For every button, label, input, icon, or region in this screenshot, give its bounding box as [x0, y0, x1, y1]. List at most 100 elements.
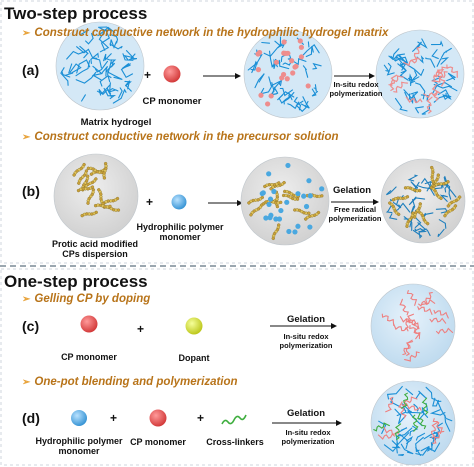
subtitle-d-text: One-pot blending and polymerization	[34, 376, 238, 388]
polymer-chain	[402, 341, 414, 356]
network-strand	[398, 53, 407, 71]
particle-dot	[297, 38, 303, 44]
network-strand	[305, 45, 314, 58]
disc-body	[243, 29, 333, 119]
network-strand	[302, 65, 309, 78]
network-strand	[107, 59, 113, 83]
cp-rod	[102, 196, 120, 205]
network-strand	[414, 228, 421, 232]
subtitle-b-arrow-icon: ➢	[22, 132, 31, 143]
network-strand	[414, 106, 424, 114]
panel-c-gelation: Gelation	[287, 314, 326, 325]
polymer-chain	[405, 402, 422, 411]
subtitle-d: ➢One-pot blending and polymerization	[22, 376, 238, 388]
network-strand	[438, 219, 447, 229]
cp-rod	[76, 185, 95, 193]
network-strand	[419, 228, 428, 233]
network-strand	[259, 84, 273, 95]
rod-bead	[275, 204, 280, 209]
network-strand	[435, 208, 448, 214]
rod-bead	[89, 172, 94, 176]
matrix-hydrogel-disc	[55, 21, 145, 111]
network-strand	[403, 89, 419, 99]
polymer-chain	[377, 433, 396, 440]
frame-bottom	[0, 268, 474, 466]
cp-rod	[417, 210, 430, 226]
network-strand	[388, 48, 400, 61]
polymer-chain	[399, 298, 409, 316]
cp-rod	[432, 180, 450, 188]
subtitle-b: ➢Construct conductive network in the pre…	[22, 131, 339, 143]
panel-d-plus-1: +	[110, 411, 118, 425]
network-strand	[395, 202, 411, 213]
panel-d-gelation: Gelation	[287, 408, 326, 419]
network-strand	[85, 32, 94, 45]
polymer-chain	[432, 430, 445, 444]
network-strand	[109, 43, 123, 50]
polymer-chain	[433, 71, 448, 83]
network-strand	[106, 61, 116, 72]
cp-rod	[403, 186, 422, 193]
network-strand	[400, 443, 414, 455]
cp-dispersion-disc	[53, 153, 139, 239]
dispersion-label-2: CPs dispersion	[62, 249, 128, 259]
network-strand	[412, 229, 423, 239]
network-strand	[287, 92, 293, 101]
cp-rod	[293, 208, 311, 215]
network-strand	[392, 201, 402, 209]
network-strand	[444, 175, 449, 193]
network-strand	[60, 67, 69, 86]
polymer-chain	[432, 418, 443, 435]
cp-rod	[443, 204, 458, 218]
particle-dot	[276, 216, 283, 222]
hydrophilic-label-2-b: monomer	[159, 232, 201, 242]
network-strand	[92, 57, 102, 69]
particle-dot	[298, 44, 305, 50]
polymer-chain	[410, 46, 421, 62]
polymer-chain	[405, 318, 420, 330]
particle-dot	[281, 39, 287, 45]
network-strand	[390, 55, 401, 62]
network-strand	[268, 82, 278, 97]
network-strand	[404, 63, 425, 77]
panel-d-cond-2: polymerization	[281, 437, 335, 446]
cp-rod	[429, 186, 443, 200]
rod-bead	[102, 176, 107, 180]
cp-rod	[93, 203, 112, 209]
network-strand	[403, 216, 413, 231]
network-strand	[64, 63, 74, 76]
network-strand	[444, 414, 451, 432]
network-strand	[277, 36, 282, 49]
subtitle-c-text: Gelling CP by doping	[34, 293, 151, 305]
panel-a-tag: (a)	[22, 62, 40, 78]
particle-dot	[285, 162, 291, 169]
one-pot-hydrogel-disc	[370, 380, 456, 466]
network-strand	[313, 84, 317, 92]
network-strand	[98, 26, 111, 32]
cp-rod	[263, 181, 281, 189]
network-strand	[394, 408, 407, 425]
disc-body	[370, 283, 456, 369]
network-strand	[302, 43, 320, 56]
network-strand	[129, 53, 137, 60]
rod-bead	[443, 214, 447, 218]
cp-rod	[430, 165, 435, 184]
polymer-chain	[389, 74, 398, 91]
network-strand	[120, 63, 134, 79]
rod-bead	[247, 201, 251, 205]
dispersion-label-1: Protic acid modified	[51, 239, 138, 249]
network-strand	[440, 47, 452, 59]
rod-bead	[108, 204, 112, 209]
network-strand	[292, 58, 307, 66]
network-strand	[407, 174, 419, 182]
polymer-chain	[417, 306, 433, 315]
network-strand	[430, 40, 444, 47]
cp-rod	[97, 188, 105, 206]
cp-rod	[283, 189, 300, 199]
particle-dot	[307, 224, 313, 230]
polymer-chain	[433, 66, 449, 78]
subtitle-c-arrow-icon: ➢	[22, 294, 31, 305]
network-strand	[412, 41, 422, 52]
network-strand	[107, 28, 110, 31]
